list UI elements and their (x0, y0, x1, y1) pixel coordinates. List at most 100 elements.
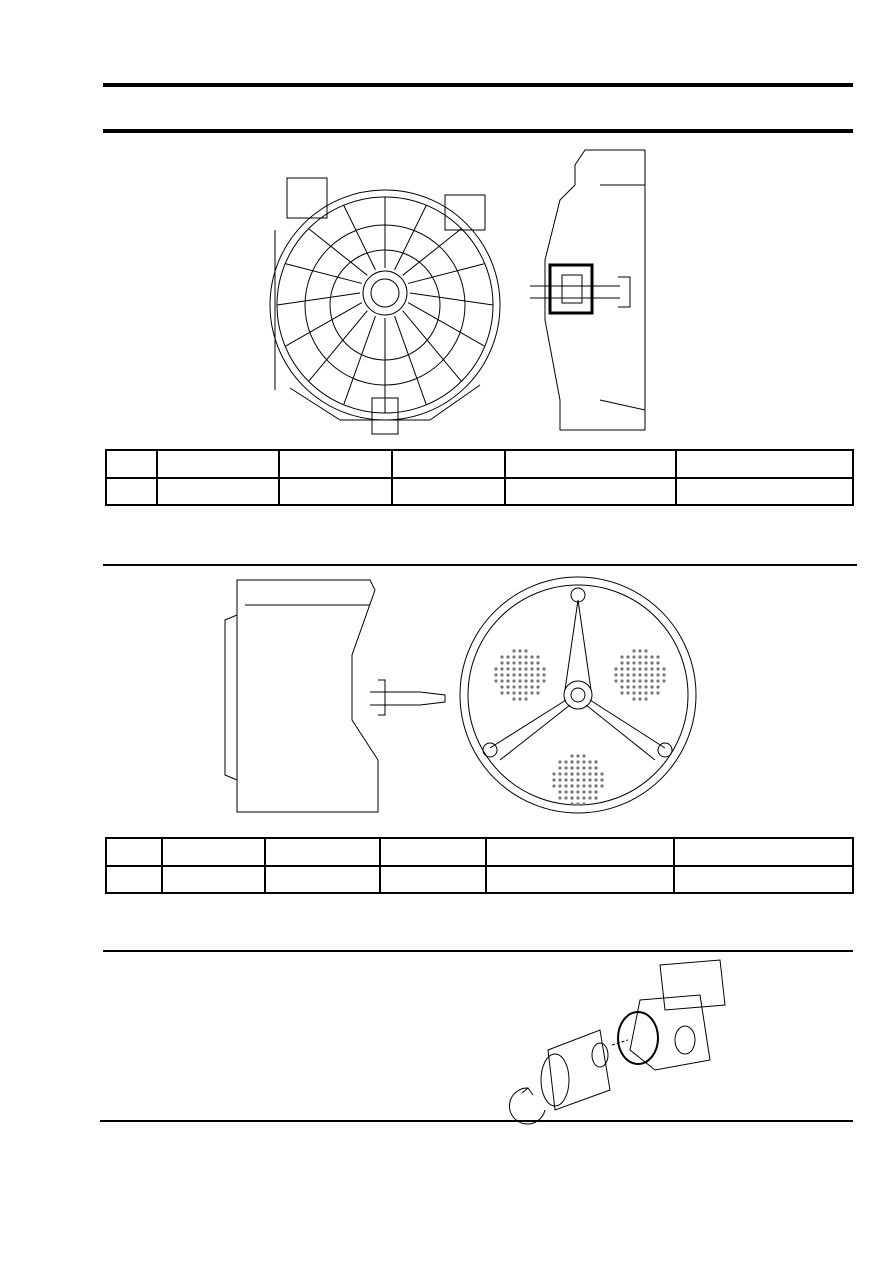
drum-perforation (626, 685, 630, 689)
drum-perforation (632, 685, 636, 689)
table-cell (277, 449, 394, 479)
drum-perforation (500, 661, 504, 665)
drum-perforation (524, 661, 528, 665)
drum-perforation (512, 661, 516, 665)
drum-perforation (582, 790, 586, 794)
drum-perforation (632, 679, 636, 683)
tub-spoke (276, 292, 361, 306)
drum-perforation (582, 754, 586, 758)
drum-perforation (614, 679, 618, 683)
drum-perforation (644, 685, 648, 689)
drum-perforation (576, 772, 580, 776)
drum-perforation (632, 697, 636, 701)
drum-perforation (588, 778, 592, 782)
drum-perforation (632, 649, 636, 653)
table-cell (675, 476, 854, 506)
drum-perforation (542, 667, 546, 671)
drum-perforation (614, 667, 618, 671)
tub-spoke (394, 315, 427, 405)
table-cell (675, 449, 854, 479)
section3-rule (103, 950, 853, 952)
drum-perforation (530, 655, 534, 659)
drum-perforation (582, 796, 586, 800)
drum-perforation (536, 691, 540, 695)
drum-perforation (662, 673, 666, 677)
drum-perforation (536, 655, 540, 659)
drum-perforation (588, 766, 592, 770)
table-row (105, 449, 854, 479)
drum-perforation (626, 691, 630, 695)
table-row (105, 476, 854, 506)
drum-perforation (530, 667, 534, 671)
drum-perforation (570, 778, 574, 782)
drum-perforation (494, 679, 498, 683)
drum-perforation (594, 766, 598, 770)
drum-perforation (626, 673, 630, 677)
drum-perforation (524, 667, 528, 671)
drum-perforation (576, 754, 580, 758)
drum-perforation (600, 772, 604, 776)
drum-perforation (506, 679, 510, 683)
drum-perforation (564, 784, 568, 788)
drum-perforation (638, 655, 642, 659)
drum-perforation (570, 790, 574, 794)
drum-perforation (656, 667, 660, 671)
drum-perforation (518, 697, 522, 701)
drum-perforation (512, 685, 516, 689)
drum-perforation (632, 691, 636, 695)
drum-perforation (512, 673, 516, 677)
drum-perforation (552, 784, 556, 788)
drum-perforation (638, 667, 642, 671)
drum-perforation (656, 691, 660, 695)
drum-perforation (518, 685, 522, 689)
drum-perforation (620, 685, 624, 689)
drum-perforation (524, 673, 528, 677)
drum-perforation (644, 673, 648, 677)
section2-rule (103, 564, 857, 566)
drum-perforation (588, 784, 592, 788)
drum-perforation (536, 661, 540, 665)
drum-perforation (638, 679, 642, 683)
header-rule-bottom (103, 129, 853, 133)
drum-perforation (614, 673, 618, 677)
table-cell (160, 837, 266, 867)
drum-perforation (564, 778, 568, 782)
drum-perforation (570, 766, 574, 770)
table-cell (263, 864, 382, 894)
drum-perforation (576, 802, 580, 806)
drum-perforation (512, 649, 516, 653)
drum-perforation (512, 691, 516, 695)
drum-perforation (594, 772, 598, 776)
tub-spoke (343, 205, 376, 271)
drum-perforation (558, 766, 562, 770)
drum-perforation (506, 691, 510, 695)
drum-perforation (656, 679, 660, 683)
tub-spoke (394, 205, 427, 271)
drum-perforation (524, 679, 528, 683)
drum-perforation (644, 661, 648, 665)
drum-perforation (542, 673, 546, 677)
table-cell (155, 476, 280, 506)
tub-spoke (285, 263, 363, 284)
drum-perforation (626, 661, 630, 665)
drum-perforation (558, 790, 562, 794)
drum-perforation (500, 673, 504, 677)
drum-perforation (576, 784, 580, 788)
drum-perforation (638, 685, 642, 689)
drum-perforation (582, 784, 586, 788)
drum-perforation (632, 661, 636, 665)
tub-spoke (284, 302, 363, 347)
drum-perforation (644, 655, 648, 659)
tub-spoke (409, 292, 494, 306)
drum-perforation (650, 685, 654, 689)
drum-perforation (576, 766, 580, 770)
drum-perforation (662, 667, 666, 671)
drum-perforation (582, 760, 586, 764)
table-row (105, 837, 854, 867)
drum-perforation (638, 673, 642, 677)
drum-perforation (552, 778, 556, 782)
table-cell (673, 864, 854, 894)
drum-perforation (632, 667, 636, 671)
drum-perforation (620, 667, 624, 671)
section1-table (105, 449, 854, 506)
